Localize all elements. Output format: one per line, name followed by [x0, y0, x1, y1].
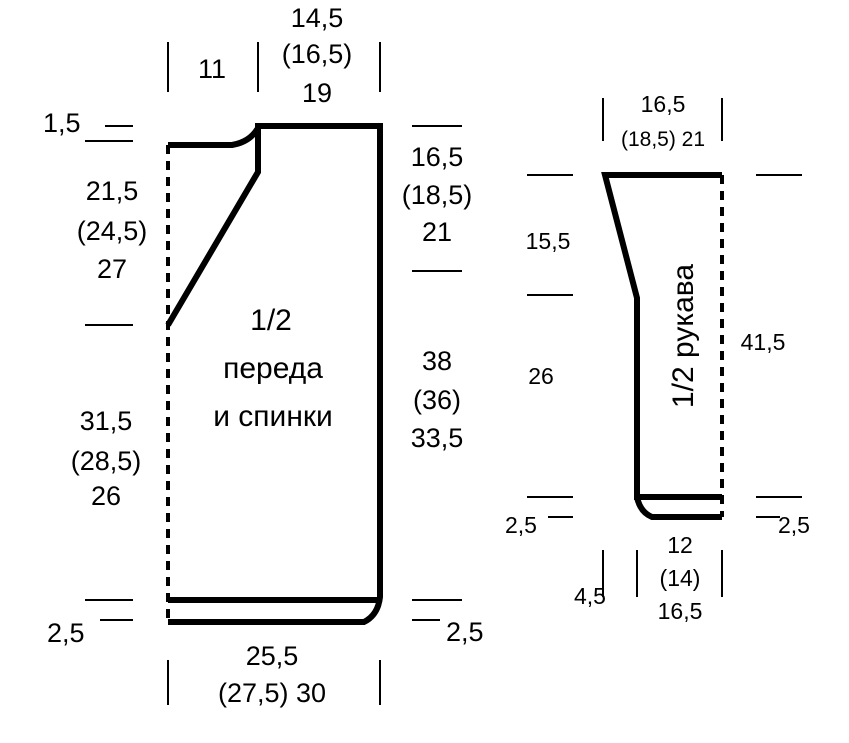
label-hem-left: 2,5: [47, 618, 85, 648]
label-bottom-width-2: (27,5) 30: [218, 678, 326, 708]
label-top-right-width-2: (16,5): [282, 39, 353, 69]
body-title-line3: и спинки: [213, 400, 333, 433]
label-lower-body-3: 26: [91, 481, 121, 511]
label-sleeve-cuff-offset: 4,5: [574, 583, 606, 609]
sleeve-piece: [601, 172, 724, 520]
label-sleeve-cap-height: 15,5: [526, 228, 571, 254]
label-top-right-width-3: 19: [302, 78, 332, 108]
label-armhole-2: (24,5): [77, 216, 148, 246]
label-sleeve-cuff-right: 2,5: [778, 512, 810, 538]
label-armhole-3: 27: [97, 254, 127, 284]
label-right-armhole-1: 16,5: [411, 142, 464, 172]
label-sleeve-bottom-width-3: 16,5: [658, 598, 703, 624]
label-lower-body-1: 31,5: [80, 406, 133, 436]
sleeve-dimension-lines: [527, 98, 802, 597]
label-sleeve-bottom-width-2: (14): [660, 565, 701, 591]
body-dimension-lines: [85, 42, 462, 705]
body-title-line1: 1/2: [250, 304, 292, 337]
label-top-right-width-1: 14,5: [291, 3, 344, 33]
label-sleeve-total-length: 41,5: [741, 329, 786, 355]
sleeve-title: 1/2 рукава: [667, 264, 700, 408]
label-bottom-width-1: 25,5: [246, 641, 299, 671]
label-right-side-1: 38: [422, 346, 452, 376]
body-title-line2: переда: [223, 352, 323, 385]
label-sleeve-top-width-2: (18,5) 21: [621, 128, 705, 151]
label-sleeve-length: 26: [528, 363, 554, 389]
body-outline: [165, 123, 383, 625]
label-right-side-2: (36): [413, 385, 461, 415]
sleeve-outline: [601, 172, 722, 520]
body-piece: [165, 123, 383, 625]
label-sleeve-cuff-left: 2,5: [505, 512, 537, 538]
label-armhole-1: 21,5: [86, 176, 139, 206]
label-top-left-width: 11: [198, 54, 226, 84]
label-right-armhole-3: 21: [422, 217, 452, 247]
label-lower-body-2: (28,5): [71, 446, 142, 476]
label-right-armhole-2: (18,5): [402, 180, 473, 210]
label-sleeve-top-width-1: 16,5: [641, 91, 686, 117]
label-right-side-3: 33,5: [411, 423, 464, 453]
label-hem-right: 2,5: [446, 617, 484, 647]
label-sleeve-bottom-width-1: 12: [667, 532, 693, 558]
label-shoulder-drop: 1,5: [43, 108, 81, 138]
